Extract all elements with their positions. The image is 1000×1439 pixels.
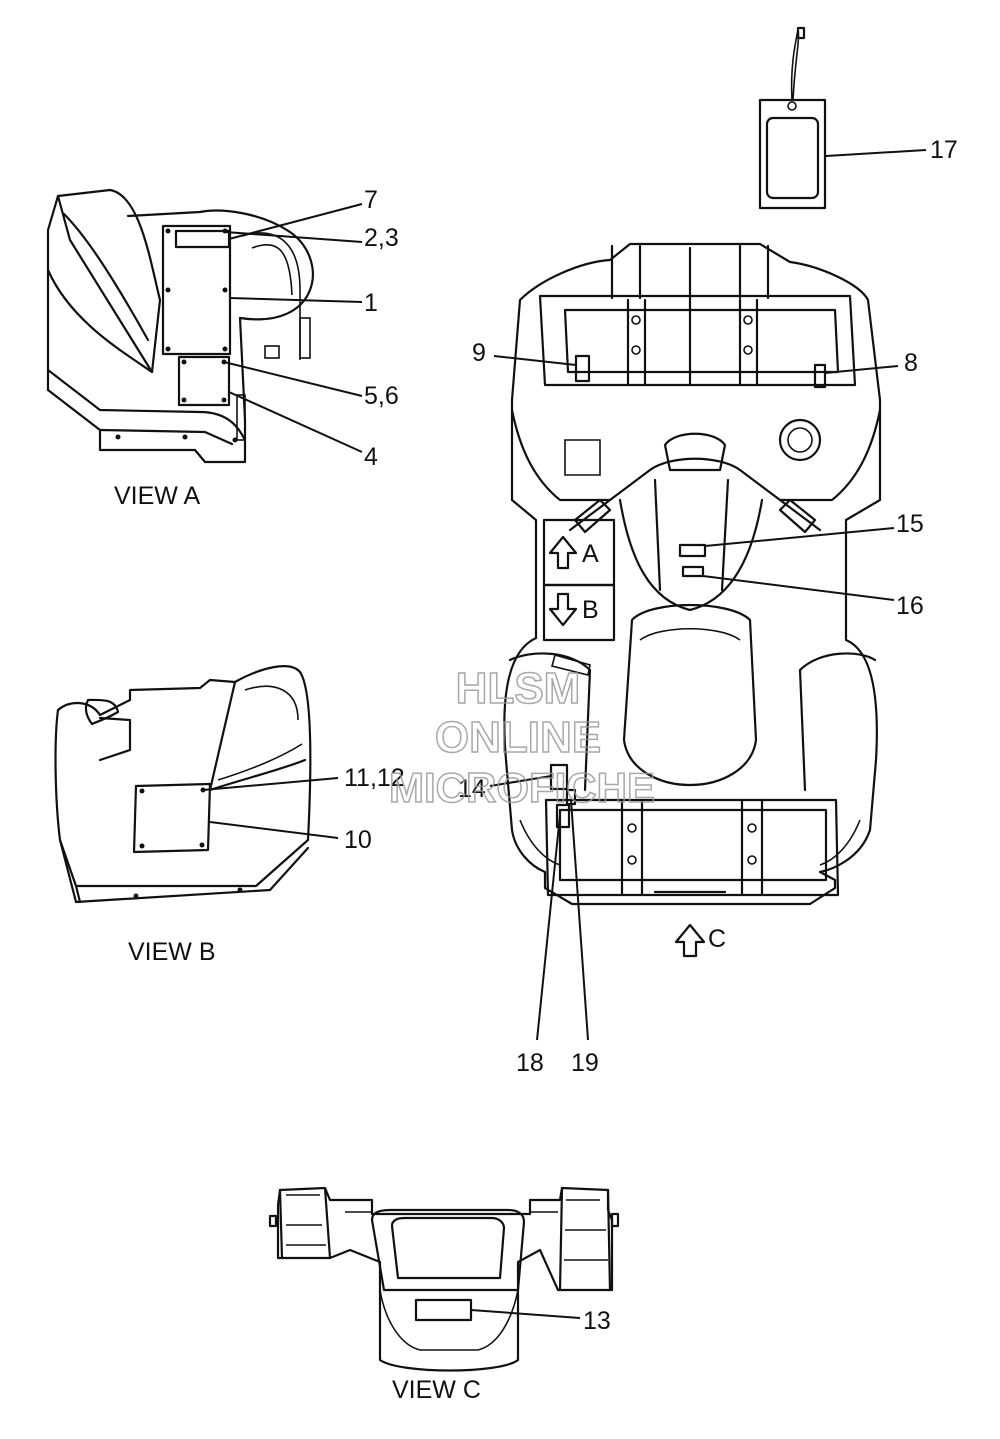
arrow-c-letter: C xyxy=(708,925,726,953)
callout-19: 19 xyxy=(571,1049,599,1077)
callout-17: 17 xyxy=(930,136,958,164)
callout-8: 8 xyxy=(904,349,918,377)
arrow-c-icon xyxy=(674,923,706,958)
callout-18: 18 xyxy=(516,1049,544,1077)
callout-2-3: 2,3 xyxy=(364,224,399,252)
arrow-b-icon xyxy=(548,592,578,627)
atv-top-view xyxy=(489,242,899,1041)
hang-tag xyxy=(758,26,927,210)
view-a-drawing xyxy=(46,188,363,464)
watermark-line-1: HLSM xyxy=(456,664,581,713)
view-b-drawing xyxy=(54,665,339,904)
view-b-title: VIEW B xyxy=(128,938,216,966)
callout-5-6: 5,6 xyxy=(364,382,399,410)
callout-11-12: 11,12 xyxy=(344,764,405,792)
callout-1: 1 xyxy=(364,289,378,317)
callout-13: 13 xyxy=(583,1307,611,1335)
arrow-a-letter: A xyxy=(582,540,599,568)
arrow-b-letter: B xyxy=(582,596,599,624)
watermark-line-2: ONLINE xyxy=(435,713,601,762)
callout-4: 4 xyxy=(364,443,378,471)
view-c-title: VIEW C xyxy=(392,1376,481,1404)
view-a-title: VIEW A xyxy=(114,482,200,510)
callout-15: 15 xyxy=(896,510,924,538)
watermark: HLSM ONLINE MICROFICHE xyxy=(388,663,656,812)
watermark-line-3: MICROFICHE xyxy=(389,764,655,811)
callout-16: 16 xyxy=(896,592,924,620)
view-c-drawing xyxy=(268,1186,620,1372)
callout-7: 7 xyxy=(364,186,378,214)
callout-9: 9 xyxy=(472,339,486,367)
arrow-a-icon xyxy=(548,535,578,570)
callout-10: 10 xyxy=(344,826,372,854)
callout-14: 14 xyxy=(458,775,486,803)
